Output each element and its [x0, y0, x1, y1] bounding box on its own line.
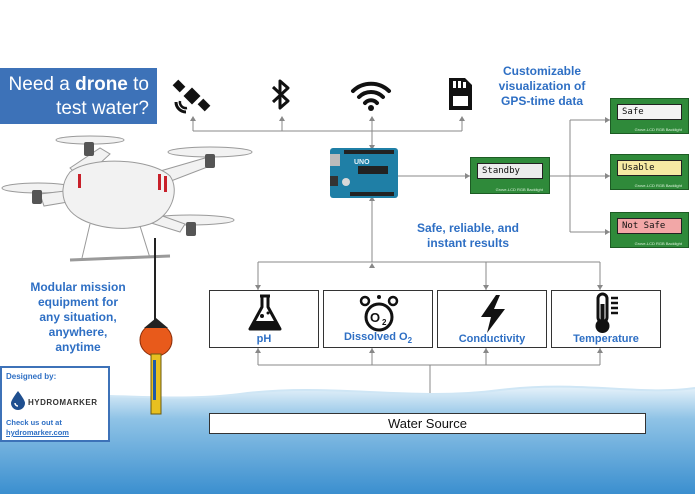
- sensor-do-sub: 2: [407, 336, 413, 345]
- designer-brand: HYDROMARKER: [28, 398, 98, 407]
- modular-line-1: Modular mission: [30, 280, 126, 294]
- viz-line-2: visualization of: [498, 79, 586, 93]
- designer-heading: Designed by:: [6, 372, 57, 381]
- lcd-safe-sub: Grove-LCD RGB Backlight: [634, 127, 682, 132]
- modular-line-2: equipment for: [38, 295, 118, 309]
- lcd-not-safe-sub: Grove-LCD RGB Backlight: [634, 241, 682, 246]
- arduino-board-image: UNO: [330, 148, 398, 198]
- lcd-not-safe: Not Safe Grove-LCD RGB Backlight: [610, 212, 689, 248]
- lcd-usable: Usable Grove-LCD RGB Backlight: [610, 154, 689, 190]
- sensor-do-text: Dissolved O: [343, 330, 408, 343]
- designer-link[interactable]: hydromarker.com: [6, 428, 69, 437]
- modular-caption: Modular mission equipment for any situat…: [8, 280, 148, 355]
- sensor-ph: pH: [209, 290, 319, 348]
- sensor-temperature: Temperature: [551, 290, 661, 348]
- title-suffix: to: [127, 74, 149, 95]
- lightning-icon: [481, 295, 505, 333]
- results-caption: Safe, reliable, and instant results: [398, 221, 538, 251]
- title-banner: Need a drone to test water?: [0, 68, 157, 124]
- modular-line-3: any situation,: [39, 310, 117, 324]
- drone-image: [1, 135, 253, 415]
- wifi-icon: [351, 81, 391, 111]
- lcd-standby: Standby Grove-LCD RGB Backlight: [470, 157, 550, 194]
- sensor-conductivity: Conductivity: [437, 290, 547, 348]
- results-line-1: Safe, reliable, and: [416, 221, 520, 235]
- sd-card-icon: [449, 78, 472, 110]
- lcd-usable-sub: Grove-LCD RGB Backlight: [634, 183, 682, 188]
- svg-text:UNO: UNO: [354, 159, 370, 166]
- o2-bubbles-icon: O 2: [359, 295, 399, 332]
- thermometer-icon: [595, 292, 618, 333]
- modular-line-4: anywhere,: [48, 325, 108, 339]
- satellite-icon: [172, 79, 211, 114]
- sensor-do-label: Dissolved O2: [324, 331, 432, 345]
- sensor-temperature-label: Temperature: [573, 333, 639, 345]
- viz-line-3: GPS-time data: [500, 94, 584, 108]
- lcd-usable-screen: Usable: [617, 160, 682, 176]
- results-line-2: instant results: [426, 236, 510, 250]
- lcd-not-safe-screen: Not Safe: [617, 218, 682, 234]
- bluetooth-icon: [271, 79, 290, 110]
- viz-line-1: Customizable: [502, 64, 581, 78]
- title-prefix: Need a: [8, 74, 76, 95]
- flask-icon: [248, 294, 282, 331]
- water-drop-logo-icon: [11, 391, 25, 410]
- sensor-dissolved-o2: O 2 Dissolved O2: [323, 290, 433, 348]
- modular-line-5: anytime: [55, 340, 101, 354]
- lcd-standby-sub: Grove-LCD RGB Backlight: [495, 187, 543, 192]
- water-source-box: Water Source: [209, 413, 646, 434]
- title-bold: drone: [75, 74, 128, 95]
- title-line2: test water?: [56, 98, 149, 119]
- designer-check: Check us out at: [6, 418, 62, 427]
- lcd-safe-screen: Safe: [617, 104, 682, 120]
- visualization-caption: Customizable visualization of GPS-time d…: [476, 64, 608, 109]
- lcd-standby-screen: Standby: [477, 163, 543, 179]
- sensor-conductivity-label: Conductivity: [458, 333, 526, 345]
- designer-card: Designed by: HYDROMARKER Check us out at…: [0, 366, 110, 442]
- svg-text:2: 2: [382, 318, 387, 327]
- lcd-safe: Safe Grove-LCD RGB Backlight: [610, 98, 689, 134]
- svg-text:O: O: [370, 310, 380, 325]
- sensor-ph-label: pH: [256, 333, 272, 345]
